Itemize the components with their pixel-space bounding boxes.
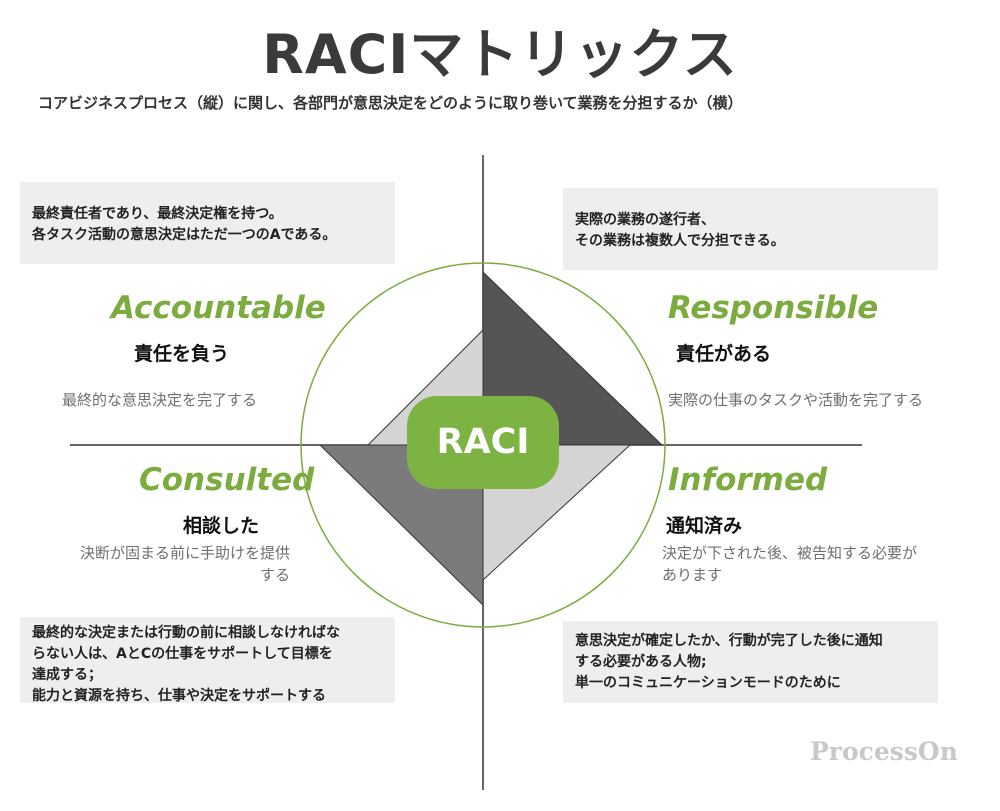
accountable-jp-label: 責任を負う — [134, 343, 230, 365]
outer-circle — [300, 262, 666, 628]
accountable-box-line: 各タスク活動の意思決定はただ一つのAである。 — [32, 227, 337, 243]
informed-info-box: 意思決定が確定したか、行動が完了した後に通知 する必要がある人物; 単一のコミュ… — [563, 621, 938, 703]
consulted-desc-line: 決断が固まる前に手助けを提供 — [79, 544, 290, 562]
responsible-jp-label: 責任がある — [676, 343, 772, 365]
responsible-role-label: Responsible — [668, 290, 879, 326]
responsible-info-box: 実際の業務の遂行者、 その業務は複数人で分担できる。 — [563, 188, 938, 270]
consulted-description: 決断が固まる前に手助けを提供 する — [50, 542, 290, 586]
page-title: RACIマトリックス — [262, 23, 738, 86]
responsible-box-line: 実際の業務の遂行者、 — [575, 212, 715, 228]
accountable-description: 最終的な意思決定を完了する — [62, 389, 257, 411]
consulted-box-line: 最終的な決定または行動の前に相談しなければな — [32, 625, 340, 641]
accountable-desc-line: 最終的な意思決定を完了する — [62, 391, 258, 409]
informed-desc-line: あります — [662, 566, 723, 584]
accountable-role-label: Accountable — [111, 290, 326, 326]
informed-role-label: Informed — [668, 462, 828, 498]
informed-box-line: 単一のコミュニケーションモードのために — [575, 675, 841, 691]
consulted-info-box: 最終的な決定または行動の前に相談しなければな らない人は、AとCの仕事をサポート… — [20, 617, 395, 704]
consulted-jp-label: 相談した — [183, 515, 260, 537]
page-subtitle: コアビジネスプロセス（縦）に関し、各部門が意思決定をどのように取り巻いて業務を分… — [38, 94, 743, 112]
informed-jp-label: 通知済み — [666, 515, 743, 537]
informed-desc-line: 決定が下された後、被告知する必要が — [662, 544, 918, 562]
responsible-description: 実際の仕事のタスクや活動を完了する — [668, 389, 923, 411]
consulted-box-line: 能力と資源を持ち、仕事や決定をサポートする — [32, 688, 326, 704]
informed-box-line: 意思決定が確定したか、行動が完了した後に通知 — [575, 633, 883, 649]
informed-description: 決定が下された後、被告知する必要が あります — [662, 542, 917, 586]
consulted-desc-line: する — [259, 566, 290, 584]
consulted-role-label: Consulted — [139, 462, 315, 498]
responsible-desc-line: 実際の仕事のタスクや活動を完了する — [668, 391, 924, 409]
processon-watermark: ProcessOn — [810, 737, 958, 766]
consulted-box-line: 達成する； — [32, 667, 102, 683]
accountable-info-box: 最終責任者であり、最終決定権を持つ。 各タスク活動の意思決定はただ一つのAである… — [20, 182, 395, 264]
accountable-box-line: 最終責任者であり、最終決定権を持つ。 — [32, 206, 283, 222]
center-raci-label: RACI — [407, 396, 559, 489]
responsible-box-line: その業務は複数人で分担できる。 — [575, 233, 785, 249]
consulted-box-line: らない人は、AとCの仕事をサポートして目標を — [32, 646, 333, 662]
informed-box-line: する必要がある人物; — [575, 654, 707, 670]
